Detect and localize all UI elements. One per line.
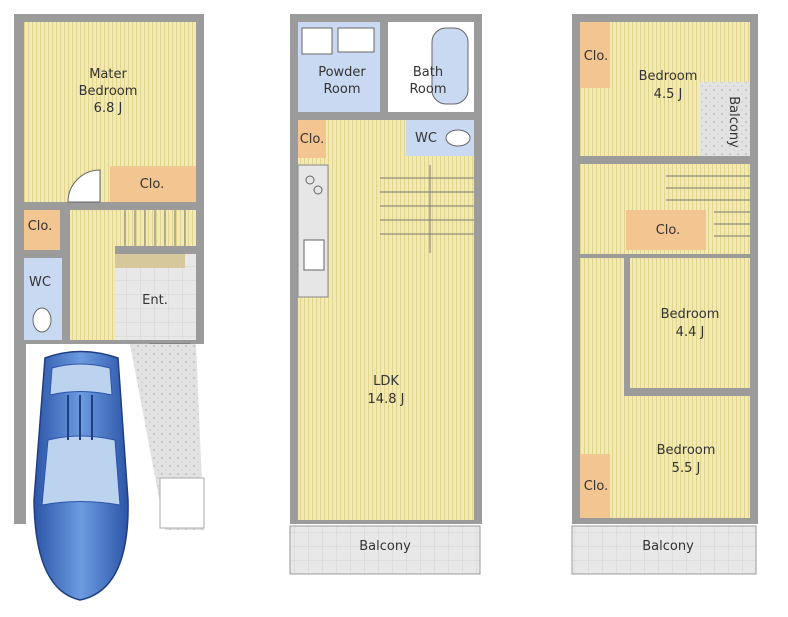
powder-room-label-1: Powder bbox=[318, 65, 366, 80]
closet-bottom bbox=[580, 454, 610, 518]
closet-left-label: Clo. bbox=[28, 219, 53, 234]
closet-2-label: Clo. bbox=[300, 132, 325, 147]
closet-bottom-label: Clo. bbox=[584, 479, 609, 494]
side-balcony-floor bbox=[700, 82, 750, 156]
balcony-2-label: Balcony bbox=[359, 539, 411, 554]
toilet-1-icon bbox=[32, 307, 52, 333]
bedroom-c-name: Bedroom bbox=[657, 443, 716, 458]
master-bedroom-size: 6.8 J bbox=[94, 101, 123, 116]
closet-top-label: Clo. bbox=[584, 49, 609, 64]
balcony-3-label: Balcony bbox=[642, 539, 694, 554]
floor-3-plan: Clo. Bedroom 4.5 J Balcony Clo. Bedroom … bbox=[571, 14, 758, 575]
wc-2-label: WC bbox=[415, 131, 437, 146]
stair-2-treads bbox=[380, 165, 474, 253]
hallway-floor bbox=[70, 210, 115, 340]
bath-room-label-1: Bath bbox=[413, 65, 443, 80]
entrance-label: Ent. bbox=[142, 293, 168, 308]
kitchen-counter bbox=[297, 164, 329, 298]
closet-upper-label: Clo. bbox=[140, 177, 165, 192]
sink-icon bbox=[337, 27, 375, 53]
side-balcony-label: Balcony bbox=[726, 96, 741, 148]
master-bedroom-name-2: Bedroom bbox=[79, 84, 138, 99]
carport-wall-left bbox=[14, 344, 26, 524]
bedroom-door-icon bbox=[67, 169, 101, 203]
balcony-2-floor bbox=[289, 525, 481, 575]
entrance-step bbox=[115, 254, 185, 268]
kitchen-sink-icon bbox=[303, 239, 325, 271]
entrance-floor bbox=[115, 254, 196, 340]
hall-3-lower bbox=[580, 258, 624, 398]
ldk-label: LDK bbox=[373, 374, 399, 389]
stair-1-treads bbox=[124, 210, 186, 246]
toilet-2-overlay-icon bbox=[445, 129, 471, 147]
closet-mid bbox=[626, 210, 706, 250]
stair-3-treads bbox=[666, 175, 750, 237]
closet-2-overlay bbox=[298, 120, 326, 158]
stove-burner-icon bbox=[313, 185, 323, 195]
bedroom-a-size: 4.5 J bbox=[654, 87, 683, 102]
ldk-size: 14.8 J bbox=[368, 392, 405, 407]
closet-left bbox=[24, 210, 60, 250]
bathtub-icon bbox=[431, 27, 469, 105]
stove-burner-icon bbox=[305, 175, 315, 185]
floor-2-plan: Powder Room Bath Room Clo. WC LDK 14.8 J… bbox=[289, 14, 482, 575]
bath-room-label-2: Room bbox=[409, 82, 446, 97]
bedroom-b-size: 4.4 J bbox=[676, 325, 705, 340]
closet-upper bbox=[110, 166, 196, 202]
washer-icon bbox=[301, 27, 333, 55]
bedroom-b-floor bbox=[630, 258, 750, 388]
closet-top bbox=[580, 22, 610, 88]
bedroom-c-size: 5.5 J bbox=[672, 461, 701, 476]
bedroom-b-name: Bedroom bbox=[661, 307, 720, 322]
carport-post bbox=[159, 477, 205, 529]
car-icon bbox=[33, 350, 129, 601]
wc-1-label: WC bbox=[29, 275, 51, 290]
powder-room-label-2: Room bbox=[323, 82, 360, 97]
floor-1-plan: Mater Bedroom 6.8 J Clo. Clo. WC Ent. bbox=[14, 14, 205, 601]
bedroom-a-name: Bedroom bbox=[639, 69, 698, 84]
master-bedroom-name: Mater bbox=[89, 67, 127, 82]
stair-2 bbox=[380, 165, 474, 253]
closet-mid-label: Clo. bbox=[656, 223, 681, 238]
balcony-3-floor bbox=[571, 525, 757, 575]
